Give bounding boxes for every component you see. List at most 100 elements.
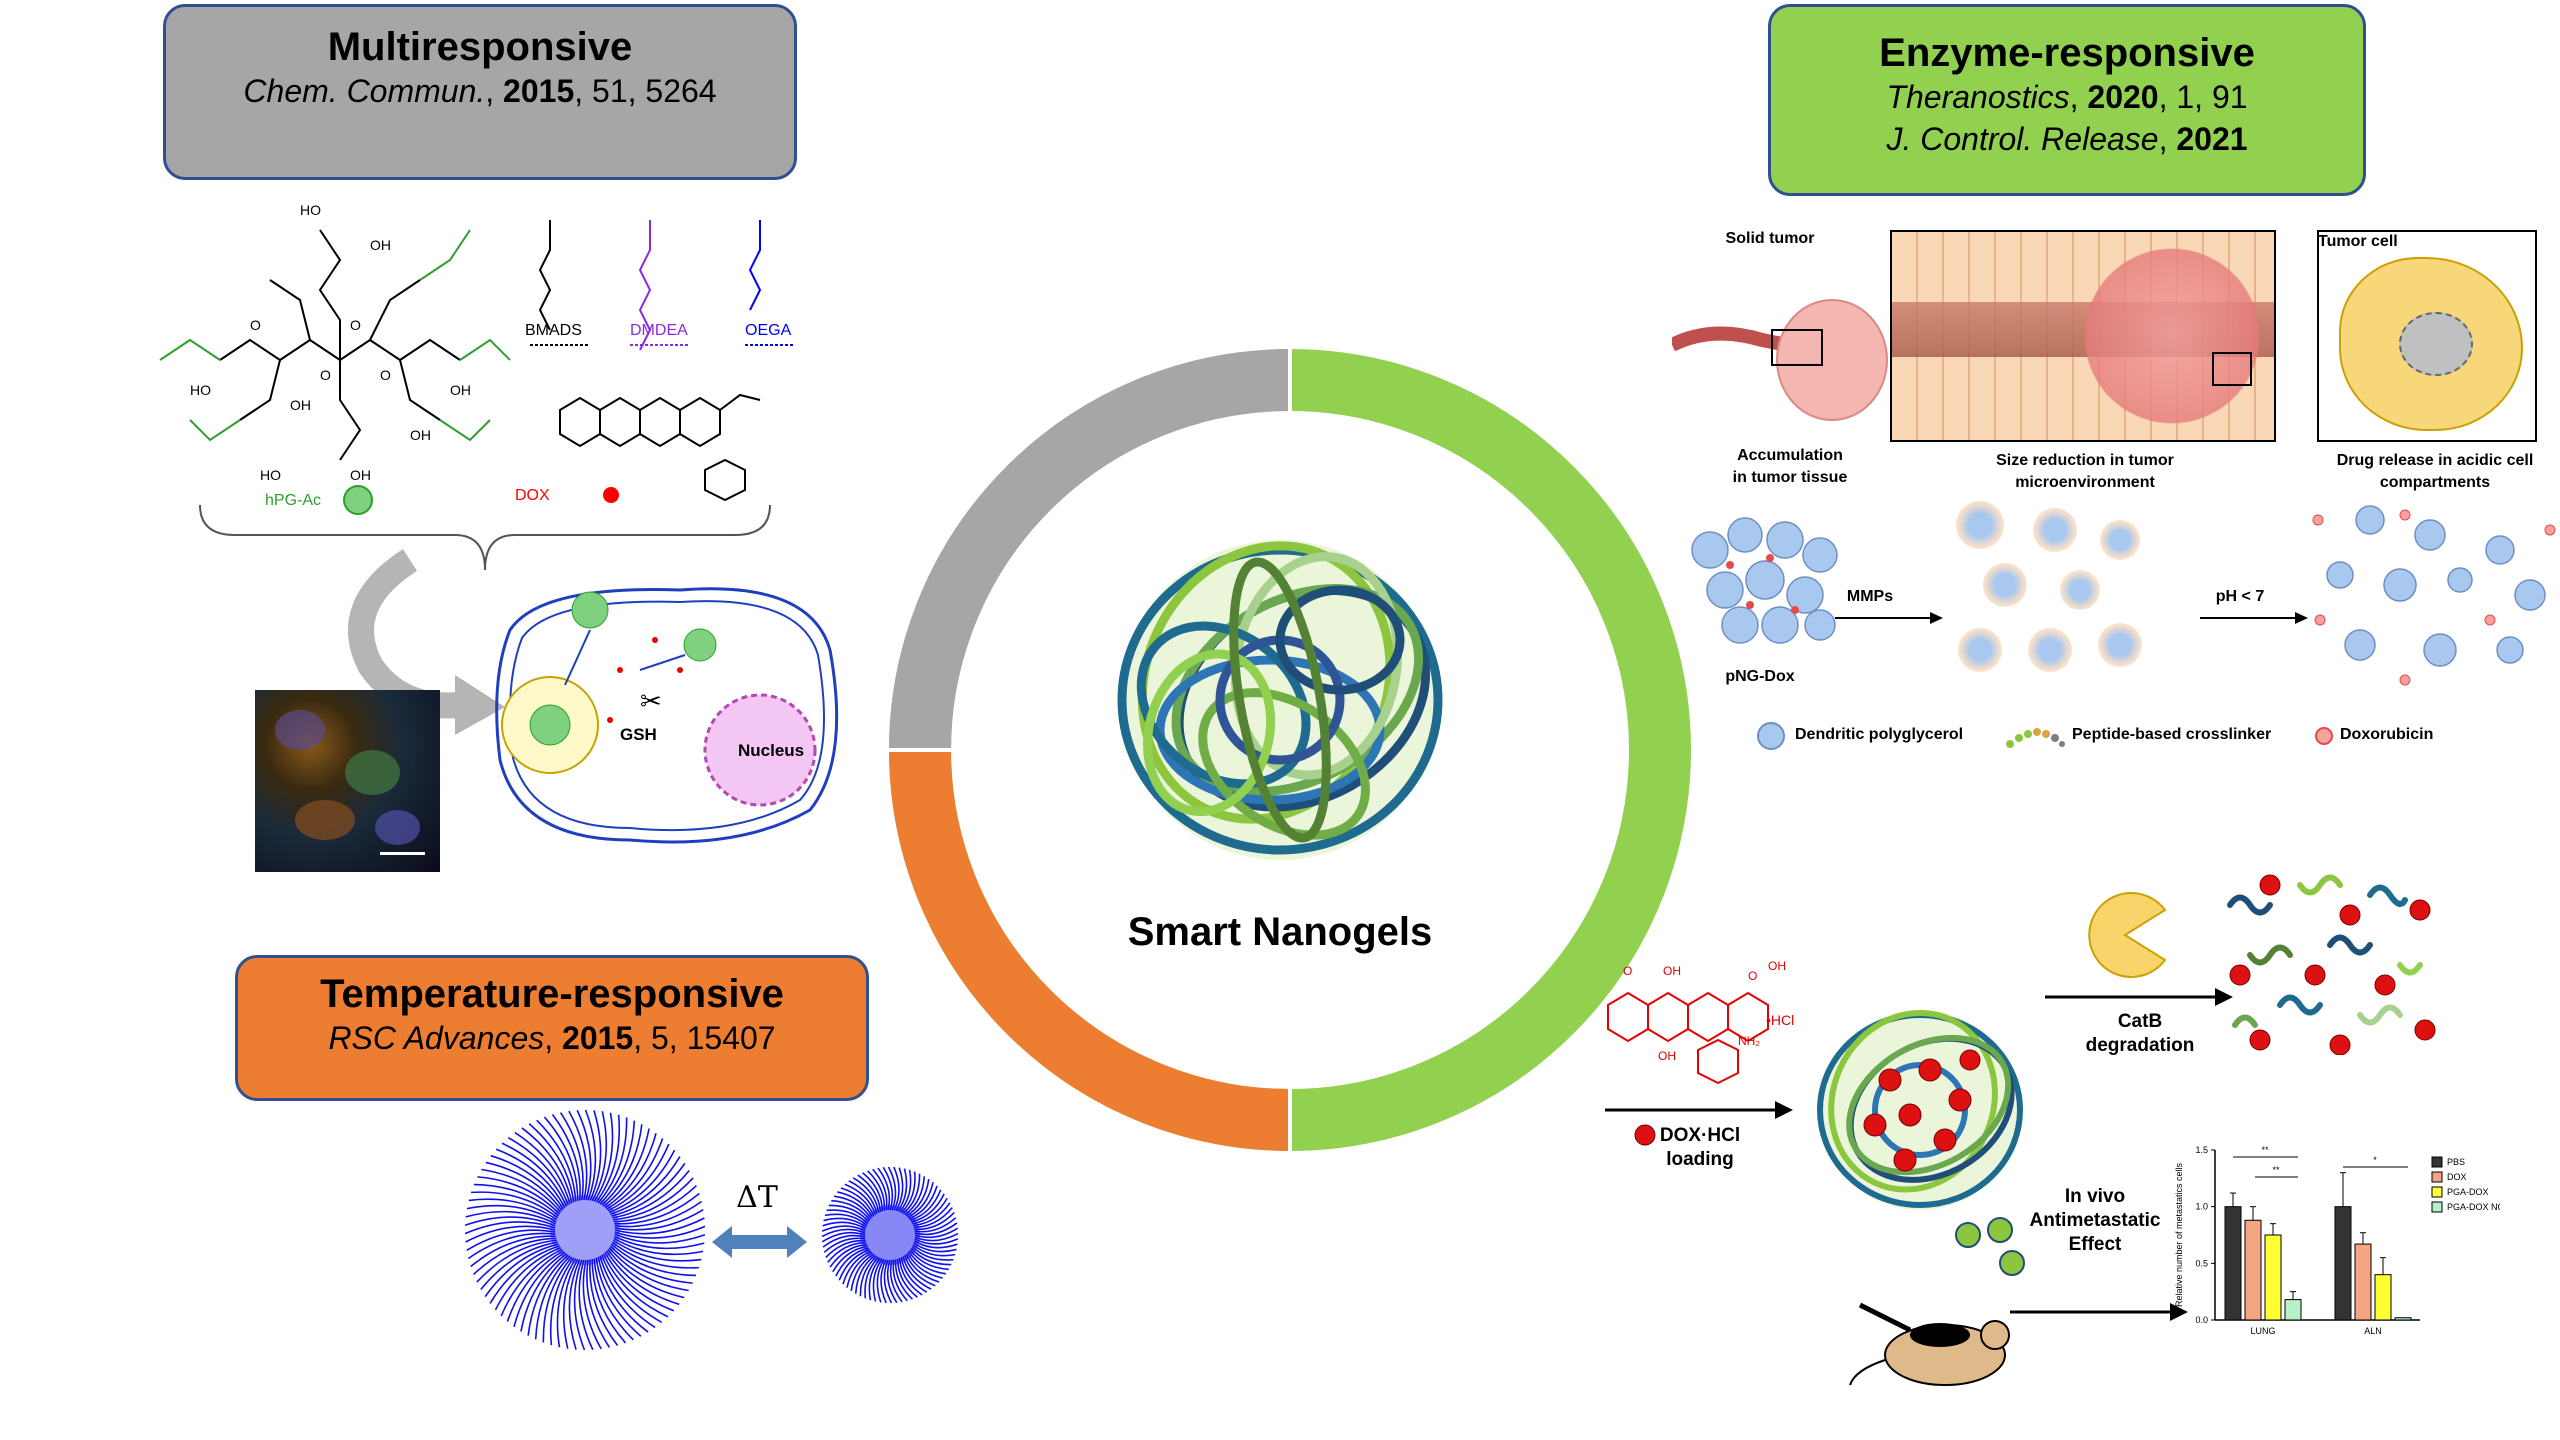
loaded-nanogel	[1817, 1009, 2023, 1210]
chart-bar	[2244, 1219, 2262, 1321]
accumulation-label: Accumulation in tumor tissue	[1732, 447, 1848, 486]
chart-bar	[2224, 1206, 2242, 1321]
svg-text:OH: OH	[450, 382, 471, 398]
chart-legend-label: PGA-DOX	[2447, 1187, 2489, 1197]
tumor-tissue-panel	[1890, 230, 2276, 442]
mmps-arrow	[1835, 612, 1943, 624]
svg-text:O: O	[250, 317, 261, 333]
chart-legend-label: PBS	[2447, 1157, 2465, 1167]
chart-bar	[2354, 1243, 2372, 1321]
tumor-cell-label: Tumor cell	[2318, 233, 2398, 250]
chart-y-tick-label: 1.0	[2195, 1202, 2208, 1212]
center-ring	[882, 342, 1691, 1158]
chart-bar	[2394, 1317, 2412, 1321]
size-reduction-label: Size reduction in tumor microenvironment	[1996, 452, 2174, 491]
chart-bar	[2264, 1234, 2282, 1321]
svg-text:OH: OH	[290, 397, 311, 413]
svg-text:OH: OH	[350, 467, 371, 483]
chart-y-tick-label: 1.5	[2195, 1145, 2208, 1155]
reduced-particles	[1956, 501, 2142, 672]
chart-y-tick-label: 0.5	[2195, 1258, 2208, 1268]
svg-text:✂: ✂	[640, 686, 662, 716]
enzyme-box: Enzyme-responsive Theranostics, 2020, 1,…	[1768, 4, 2366, 196]
drug-release-label: Drug release in acidic cell compartments	[2336, 452, 2534, 491]
multiresponsive-box: Multiresponsive Chem. Commun., 2015, 51,…	[163, 4, 797, 180]
svg-text:hPG-Ac: hPG-Ac	[265, 492, 321, 509]
chart-sig-label: *	[2373, 1155, 2377, 1165]
dox-loading-label: DOX·HCl loading	[1659, 1125, 1741, 1170]
svg-text:O: O	[1623, 964, 1632, 978]
chart-category-label: ALN	[2364, 1326, 2382, 1336]
injection-nanogels	[1955, 1217, 2025, 1276]
catb-degradation-label: CatB degradation	[2085, 1011, 2195, 1056]
chart-legend-swatch	[2431, 1186, 2443, 1198]
legend-peptide-icon	[2006, 728, 2065, 748]
svg-text:O: O	[380, 367, 391, 383]
chart-legend-label: DOX	[2447, 1172, 2467, 1182]
ph-label: pH < 7	[2215, 588, 2265, 605]
enzyme-citation-2: J. Control. Release, 2021	[1886, 121, 2248, 157]
catb-arrow	[2045, 988, 2233, 1006]
ph-arrow	[2200, 612, 2308, 624]
svg-text:O: O	[350, 317, 361, 333]
chart-category-label: LUNG	[2250, 1326, 2275, 1336]
svg-text:•HCl: •HCl	[1766, 1012, 1794, 1028]
temperature-box: Temperature-responsive RSC Advances, 201…	[235, 955, 869, 1101]
mmps-label: MMPs	[1846, 588, 1894, 605]
chart-legend-swatch	[2431, 1171, 2443, 1183]
legend-dpg-label: Dendritic polyglycerol	[1795, 726, 1964, 743]
cell-schematic: Nucleus GSH ✂	[495, 587, 839, 844]
loading-arrow	[1605, 1101, 1793, 1119]
solid-tumor-label: Solid tumor	[1725, 230, 1815, 247]
legend-peptide-label: Peptide-based crosslinker	[2072, 726, 2272, 743]
dox-dot-icon	[1634, 1124, 1656, 1146]
chart-bar	[2374, 1274, 2392, 1321]
chart-bar	[2334, 1206, 2352, 1321]
svg-text:OH: OH	[1658, 1049, 1676, 1063]
svg-text:O: O	[1748, 969, 1757, 983]
chart-legend-swatch	[2431, 1201, 2443, 1213]
svg-text:DMDEA: DMDEA	[630, 322, 688, 339]
svg-text:DOX: DOX	[515, 487, 550, 504]
collapsed-nanogel	[821, 1166, 959, 1304]
svg-text:Nucleus: Nucleus	[738, 741, 804, 760]
released-particles	[2312, 505, 2556, 686]
mouse-syringe	[1849, 1302, 2010, 1386]
curly-brace	[199, 504, 771, 571]
legend-dox-label: Doxorubicin	[2340, 726, 2434, 743]
svg-text:OEGA: OEGA	[745, 322, 792, 339]
svg-text:OH: OH	[1663, 964, 1681, 978]
svg-text:OH: OH	[410, 427, 431, 443]
svg-text:O: O	[320, 367, 331, 383]
chart-y-tick-label: 0.0	[2195, 1315, 2208, 1325]
chart-legend-label: PGA-DOX NG	[2447, 1202, 2500, 1212]
multiresponsive-title: Multiresponsive	[327, 25, 633, 69]
png-dox-cluster	[1691, 517, 1838, 644]
legend-dpg-icon	[1757, 722, 1785, 750]
svg-text:OH: OH	[370, 237, 391, 253]
chart-legend-swatch	[2431, 1156, 2443, 1168]
monomer-structures: BMADS DMDEA OEGA DOX	[515, 220, 795, 504]
svg-text:HO: HO	[300, 202, 321, 218]
solid-tumor-image	[1672, 299, 1888, 421]
chart-bar	[2284, 1299, 2302, 1321]
svg-text:BMADS: BMADS	[525, 322, 582, 339]
delta-t-label: ΔT	[736, 1180, 778, 1215]
nanogel-ball	[1117, 540, 1443, 860]
svg-text:GSH: GSH	[620, 725, 657, 744]
svg-text:HO: HO	[260, 467, 281, 483]
invivo-label: In vivo Antimetastatic Effect	[2029, 1186, 2161, 1255]
chart-y-label: Relative number of metastatics cells	[2174, 1162, 2184, 1307]
temperature-citation: RSC Advances, 2015, 5, 15407	[328, 1020, 776, 1056]
chart-sig-label: **	[2272, 1165, 2280, 1175]
degraded-fragments	[2227, 874, 2436, 1055]
chart-sig-label: **	[2261, 1145, 2269, 1155]
center-title: Smart Nanogels	[1127, 910, 1433, 954]
double-arrow	[712, 1226, 807, 1258]
temperature-title: Temperature-responsive	[320, 972, 784, 1016]
invivo-arrow	[2010, 1303, 2188, 1321]
enzyme-citation-1: Theranostics, 2020, 1, 91	[1886, 79, 2248, 115]
